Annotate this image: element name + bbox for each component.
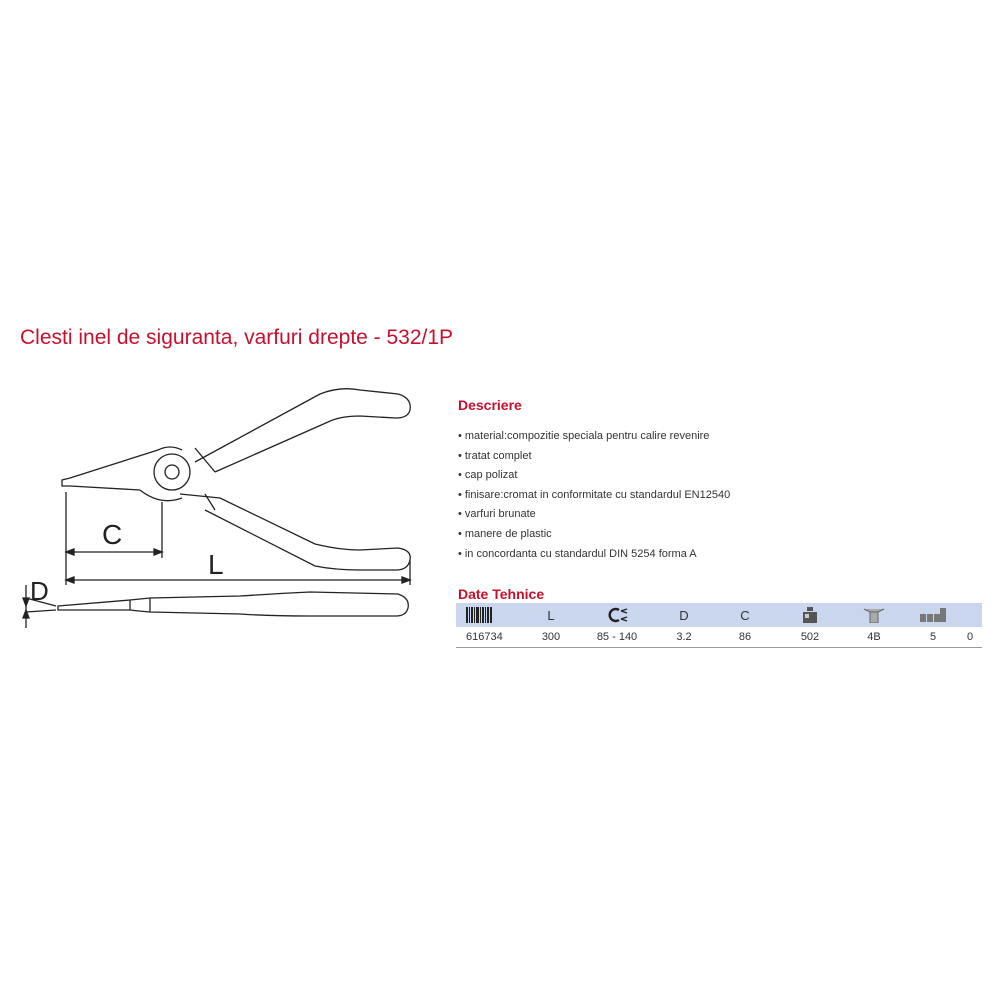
list-item: manere de plastic [458,528,730,548]
cell-package: 4B [867,631,881,643]
list-item: varfuri brunate [458,508,730,528]
cell-weight: 502 [800,631,820,643]
cell-code: 616734 [466,631,503,643]
dimension-l-label: L [208,549,224,580]
pliers-drawing: C L D [22,388,412,628]
package-icon [863,608,885,623]
cell-d: 3.2 [676,631,692,643]
ring-range-icon [608,607,628,623]
pack-quantity-icon [920,608,946,622]
list-item: finisare:cromat in conformitate cu stand… [458,489,730,509]
cell-pack-qty: 5 [929,631,937,643]
list-item: in concordanta cu standardul DIN 5254 fo… [458,548,730,568]
cell-length: 300 [541,631,561,643]
technical-table: L D C [456,603,982,648]
description-list: material:compozitie speciala pentru cali… [458,430,730,567]
barcode-icon [466,607,492,623]
header-d: D [679,607,689,623]
table-row: 616734 300 85 - 140 3.2 86 502 4B 5 0 [456,627,982,648]
list-item: tratat complet [458,450,730,470]
header-c: C [740,607,750,623]
dimension-c-label: C [102,519,122,550]
weight-icon [803,607,817,623]
technical-heading: Date Tehnice [458,586,545,602]
description-heading: Descriere [458,397,522,413]
cell-c: 86 [738,631,752,643]
page-title: Clesti inel de siguranta, varfuri drepte… [20,326,454,349]
table-header: L D C [456,603,982,627]
cell-range: 85 - 140 [596,631,638,643]
list-item: material:compozitie speciala pentru cali… [458,430,730,450]
dimension-d-label: D [30,576,49,606]
header-l: L [547,607,555,623]
cell-last: 0 [966,631,974,643]
list-item: cap polizat [458,469,730,489]
